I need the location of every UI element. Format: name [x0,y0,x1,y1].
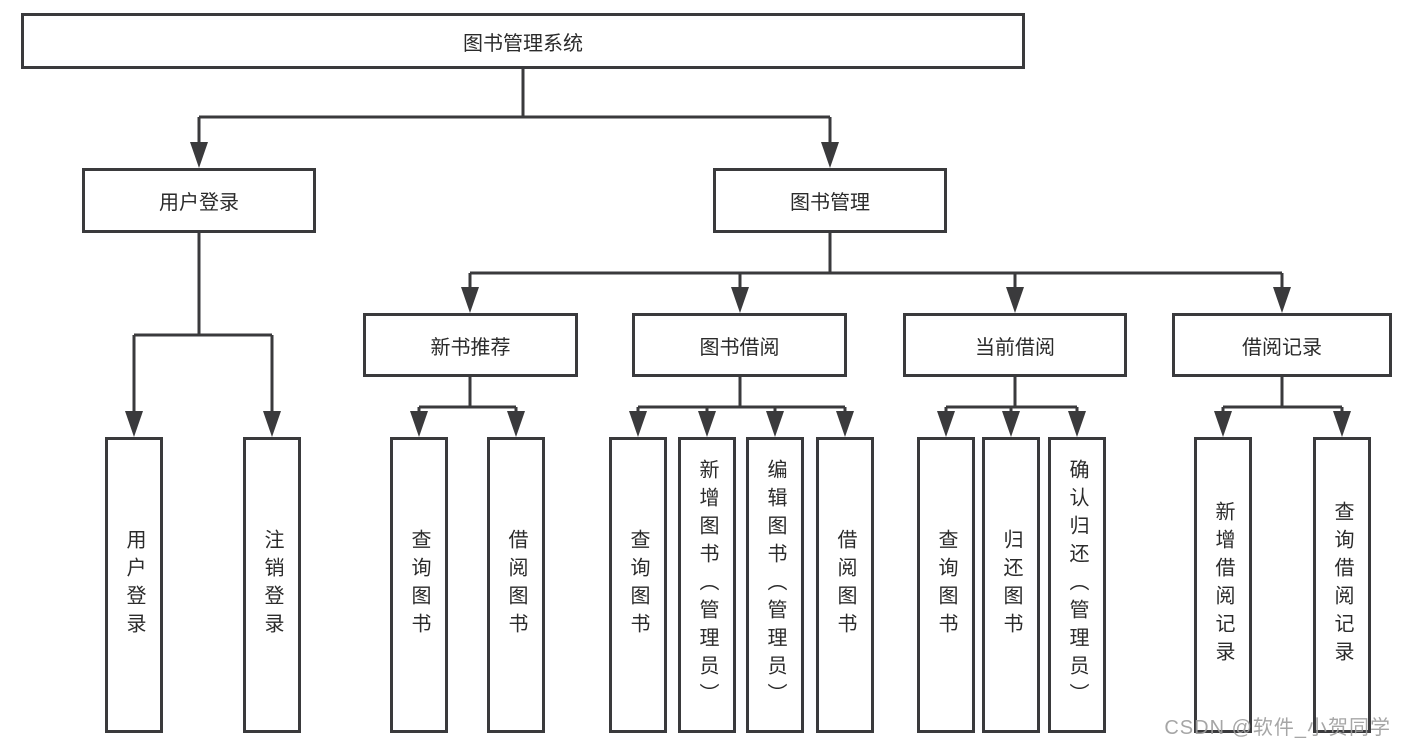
leaf-query-books-2: 查询图书 [609,437,667,733]
node-book-management: 图书管理 [713,168,947,233]
arrowheads-user-login-branch [125,411,281,437]
connector-book-mgmt-branch [468,233,1284,291]
node-new-book-recommend: 新书推荐 [363,313,578,377]
arrowheads-current-borrow-branch [937,411,1086,437]
leaf-return-books: 归还图书 [982,437,1040,733]
connector-current-borrow-branch [944,377,1079,415]
node-label: 归还图书 [1000,529,1022,641]
node-label: 查询借阅记录 [1331,501,1353,669]
leaf-edit-books-admin: 编辑图书（管理员） [746,437,804,733]
leaf-query-borrow-record: 查询借阅记录 [1313,437,1371,733]
leaf-borrow-books-2: 借阅图书 [816,437,874,733]
leaf-user-login: 用户登录 [105,437,163,733]
connector-borrow-records-branch [1221,377,1344,415]
leaf-add-borrow-record: 新增借阅记录 [1194,437,1252,733]
node-label: 图书借阅 [699,336,780,359]
node-label: 借阅记录 [1242,336,1322,359]
node-label: 查询图书 [627,529,649,641]
node-label: 图书管理 [790,192,870,214]
node-user-login: 用户登录 [82,168,316,233]
leaf-add-books-admin: 新增图书（管理员） [678,437,736,733]
node-label: 新增图书（管理员） [696,459,718,711]
node-label: 查询图书 [408,529,430,641]
leaf-logout: 注销登录 [243,437,301,733]
node-current-borrow: 当前借阅 [903,313,1127,377]
leaf-query-books-3: 查询图书 [917,437,975,733]
node-label: 确认归还（管理员） [1066,459,1088,711]
arrowheads-book-mgmt-branch [461,287,1291,313]
arrowheads-book-borrow-branch [629,411,854,437]
leaf-confirm-return-admin: 确认归还（管理员） [1048,437,1106,733]
connector-book-borrow-branch [636,377,847,415]
node-label: 查询图书 [935,529,957,641]
node-book-borrow: 图书借阅 [632,313,847,377]
node-label: 新书推荐 [430,336,511,359]
node-label: 图书管理系统 [463,32,583,55]
arrowheads-borrow-records-branch [1214,411,1351,437]
arrowheads-root-to-level2 [190,142,839,168]
node-label: 借阅图书 [834,529,856,641]
node-label: 编辑图书（管理员） [764,459,786,711]
connector-new-books-branch [417,377,518,415]
node-label: 注销登录 [261,529,283,641]
leaf-query-books-1: 查询图书 [390,437,448,733]
node-label: 用户登录 [123,529,145,641]
connector-user-login-branch [132,233,274,415]
watermark: CSDN @软件_小贺同学 [1164,717,1391,739]
node-borrow-records: 借阅记录 [1172,313,1392,377]
leaf-borrow-books-1: 借阅图书 [487,437,545,733]
node-label: 新增借阅记录 [1212,501,1234,669]
node-library-system: 图书管理系统 [21,13,1025,69]
node-label: 借阅图书 [505,529,527,641]
arrowheads-new-books-branch [410,411,525,437]
node-label: 当前借阅 [975,336,1055,359]
connector-root-to-level2 [197,69,832,146]
node-label: 用户登录 [159,192,239,214]
